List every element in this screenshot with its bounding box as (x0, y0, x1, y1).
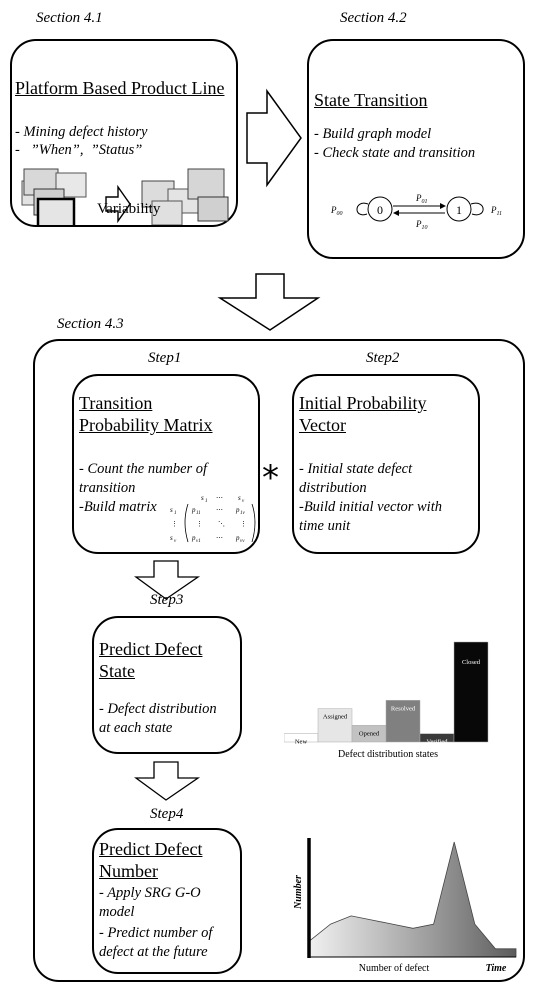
state-0-label: 0 (377, 203, 383, 217)
svg-text:p: p (235, 506, 240, 514)
transition-matrix: s 1 ⋯ s v s 1 ⋮ s v p 11 ⋯ p 1v ⋮ ⋱ ⋮ p … (170, 494, 256, 544)
state-1-label: 1 (456, 203, 462, 217)
step2-bullet-2: distribution (299, 480, 367, 496)
step2-bullet-3: -Build initial vector with (299, 499, 442, 515)
section-4-1-bullet-1: - Mining defect history (15, 124, 148, 140)
svg-text:⋱: ⋱ (218, 520, 225, 528)
defect-distribution-chart: NewAssignedOpenedResolvedVerifiedClosed … (284, 641, 489, 760)
svg-text:1: 1 (205, 499, 208, 504)
arrow-to-4-2 (246, 88, 302, 188)
svg-text:v1: v1 (196, 539, 201, 544)
bar-closed (453, 641, 489, 743)
svg-text:⋮: ⋮ (240, 520, 247, 528)
svg-text:vv: vv (240, 539, 245, 544)
svg-text:s: s (170, 506, 173, 514)
arrow-to-step3 (134, 560, 201, 600)
svg-text:1: 1 (174, 511, 177, 516)
area-chart-time-label: Time (486, 963, 507, 974)
section-4-2-title: State Transition (314, 90, 428, 110)
svg-text:p: p (191, 534, 196, 542)
state-0-node (367, 196, 393, 222)
step4-box: Predict Defect Number - Apply SRG G-O mo… (92, 828, 242, 974)
arrow-to-4-3 (217, 273, 321, 331)
step3-box: Predict Defect State - Defect distributi… (92, 616, 242, 754)
p11-label: P11 (490, 205, 502, 217)
p01-label: P01 (415, 193, 428, 205)
step2-label: Step2 (366, 350, 400, 366)
svg-text:p: p (235, 534, 240, 542)
variability-caption: Variability (97, 201, 161, 217)
step4-title-line2: Number (99, 861, 158, 881)
variability-illustration (21, 168, 229, 225)
step4-title-line1: Predict Defect (99, 839, 203, 859)
bar-label-assigned: Assigned (323, 714, 348, 721)
section-4-1-box: Platform Based Product Line - Mining def… (10, 39, 238, 227)
step1-bullet-3: -Build matrix (79, 499, 157, 515)
step4-label: Step4 (150, 806, 184, 822)
section-4-1-label: Section 4.1 (36, 10, 103, 26)
step2-bullet-1: - Initial state defect (299, 461, 413, 477)
p00-label: P00 (330, 205, 343, 217)
svg-text:11: 11 (196, 511, 201, 516)
step2-title-line1: Initial Probability (299, 393, 427, 413)
state-graph: 0 1 P00 P01 P10 P11 (330, 193, 502, 231)
bar-label-new: New (295, 739, 308, 746)
section-4-2-box: State Transition - Build graph model - C… (307, 39, 525, 259)
svg-text:v: v (242, 499, 245, 504)
step3-bullet-1: - Defect distribution (99, 701, 217, 717)
bar-label-verified: Verified (427, 739, 449, 746)
step2-bullet-4: time unit (299, 518, 351, 534)
section-4-1-bullet-2: - ”When”, ”Status” (15, 142, 143, 158)
svg-text:⋮: ⋮ (171, 520, 178, 528)
multiply-operator: * (262, 458, 279, 498)
svg-text:v: v (174, 539, 177, 544)
step4-bullet-3: - Predict number of (99, 925, 213, 941)
bar-assigned (317, 708, 353, 743)
step3-title-line2: State (99, 661, 135, 681)
section-4-2-label: Section 4.2 (340, 10, 407, 26)
bar-label-closed: Closed (462, 659, 481, 666)
step4-bullet-1: - Apply SRG G-O (99, 885, 201, 901)
step1-bullet-2: transition (79, 480, 136, 496)
svg-text:1v: 1v (240, 511, 246, 516)
bar-label-opened: Opened (359, 730, 380, 737)
step3-bullet-2: at each state (99, 720, 173, 736)
p10-label: P10 (415, 219, 428, 231)
svg-text:⋯: ⋯ (216, 494, 223, 502)
step2-title-line2: Vector (299, 415, 346, 435)
bar-resolved (385, 700, 421, 743)
step1-label: Step1 (148, 350, 182, 366)
step4-bullet-2: model (99, 904, 135, 920)
svg-text:⋯: ⋯ (216, 534, 223, 542)
section-4-3-label: Section 4.3 (57, 316, 124, 332)
defect-number-chart: Number Number of defect Time (293, 838, 517, 974)
step2-box: Initial Probability Vector - Initial sta… (292, 374, 480, 554)
section-4-2-bullet-2: - Check state and transition (314, 145, 476, 161)
step1-box: Transition Probability Matrix - Count th… (72, 374, 260, 554)
svg-text:⋯: ⋯ (216, 506, 223, 514)
area-chart-xlabel: Number of defect (359, 963, 430, 974)
svg-text:s: s (201, 494, 204, 502)
defect-chart-xlabel: Defect distribution states (338, 749, 438, 760)
svg-text:⋮: ⋮ (196, 520, 203, 528)
step3-title-line1: Predict Defect (99, 639, 203, 659)
defect-number-area (309, 841, 517, 958)
svg-text:p: p (191, 506, 196, 514)
state-1-node (446, 196, 472, 222)
step1-title-line2: Probability Matrix (79, 415, 213, 435)
bar-label-resolved: Resolved (391, 705, 416, 712)
step3-label: Step3 (150, 592, 184, 608)
step1-bullet-1: - Count the number of (79, 461, 208, 477)
arrow-to-step4 (134, 761, 201, 801)
section-4-2-bullet-1: - Build graph model (314, 126, 432, 142)
step4-bullet-4: defect at the future (99, 944, 208, 960)
svg-text:s: s (238, 494, 241, 502)
step1-title-line1: Transition (79, 393, 153, 413)
section-4-1-title: Platform Based Product Line (15, 78, 225, 98)
svg-text:s: s (170, 534, 173, 542)
area-chart-ylabel: Number (293, 875, 304, 910)
